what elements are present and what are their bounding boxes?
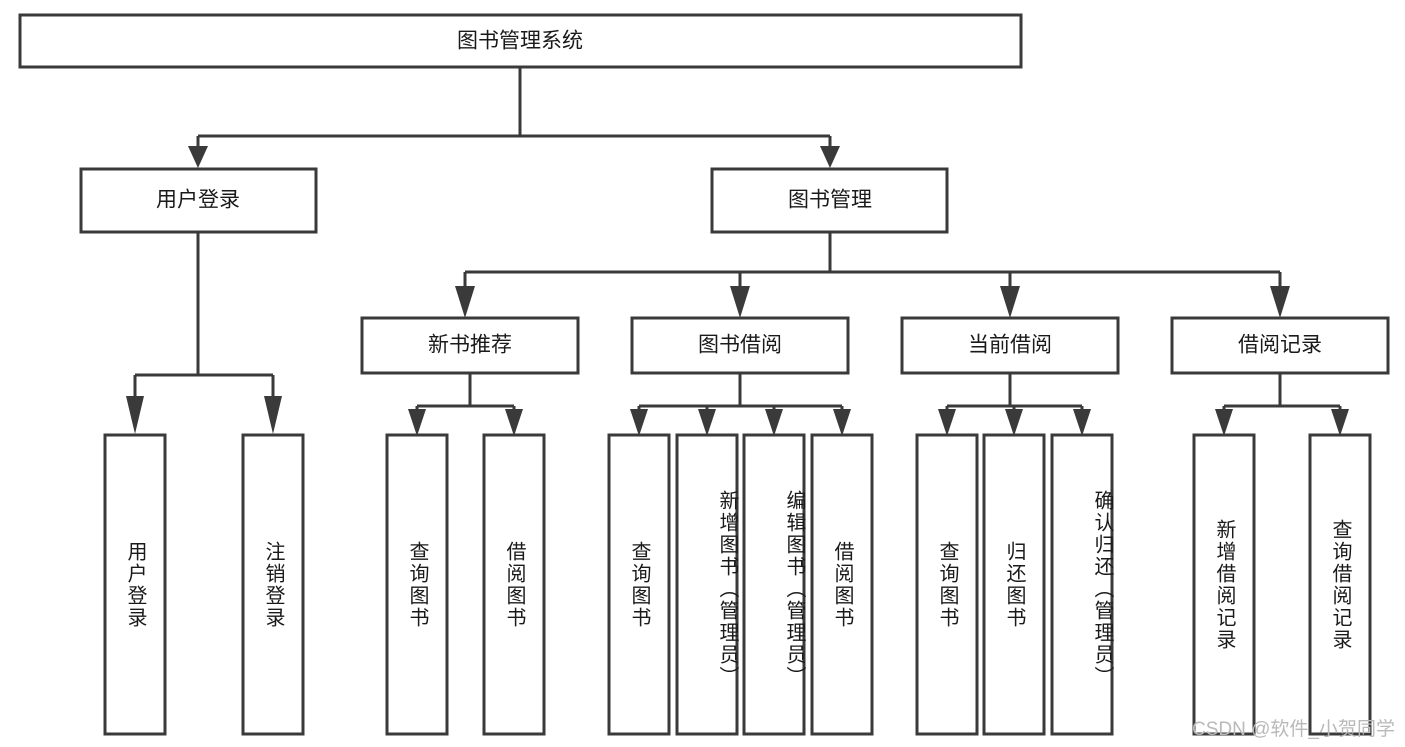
node-user-login-label: 用户登录 [156, 189, 240, 212]
node-user-login[interactable]: 用户登录 [79, 167, 318, 234]
arrow-head-ul-1 [264, 396, 282, 434]
arrow-head-bb-3 [833, 409, 851, 436]
arrow-head-book-manage [820, 146, 840, 168]
arrow-head-cb-0 [938, 409, 956, 436]
arrow-head-user-login [188, 146, 208, 168]
node-borrow-record[interactable]: 借阅记录 [1170, 316, 1390, 375]
node-book-management-label: 图书管理 [788, 189, 872, 212]
connector-bookborrow-to-leaves [630, 373, 851, 436]
node-current-borrow[interactable]: 当前借阅 [900, 316, 1120, 375]
node-new-book-recommend-rect [360, 316, 580, 375]
leaf-box-new-book-0[interactable] [385, 433, 449, 736]
leaf-box-current-borrow-0[interactable] [915, 433, 979, 736]
connector-root-to-level1 [188, 68, 840, 168]
leaf-box-user-login-0[interactable] [103, 433, 167, 736]
arrow-head-bb-0 [630, 409, 648, 436]
leaf-box-user-login-1[interactable] [241, 433, 305, 736]
arrow-head-current-borrow [1000, 286, 1020, 318]
leaf-box-borrow-record-1[interactable] [1308, 433, 1372, 736]
node-root-rect [18, 13, 1023, 69]
leaf-box-current-borrow-2[interactable] [1050, 433, 1114, 736]
arrow-head-bb-1 [698, 409, 716, 436]
node-book-borrow-label: 图书借阅 [698, 334, 782, 357]
node-root-label: 图书管理系统 [457, 30, 583, 53]
arrow-head-br-1 [1331, 409, 1349, 436]
leaf-box-book-borrow-3[interactable] [810, 433, 874, 736]
connector-newbook-to-leaves [408, 373, 523, 436]
arrow-head-borrow-record [1270, 286, 1290, 318]
node-book-management[interactable]: 图书管理 [710, 167, 949, 234]
node-book-management-rect [710, 167, 949, 234]
leaf-box-borrow-record-0[interactable] [1192, 433, 1256, 736]
node-current-borrow-rect [900, 316, 1120, 375]
node-current-borrow-label: 当前借阅 [968, 334, 1052, 357]
arrow-head-bb-2 [765, 409, 783, 436]
arrow-head-br-0 [1215, 409, 1233, 436]
leaf-box-book-borrow-2[interactable] [742, 433, 806, 736]
node-book-borrow-rect [630, 316, 850, 375]
node-borrow-record-rect [1170, 316, 1390, 375]
arrow-head-book-borrow [730, 286, 750, 318]
leaf-box-book-borrow-1[interactable] [675, 433, 739, 736]
connector-bookmanage-to-level2 [455, 232, 1290, 318]
node-user-login-rect [79, 167, 318, 234]
node-book-borrow[interactable]: 图书借阅 [630, 316, 850, 375]
node-new-book-recommend-label: 新书推荐 [428, 334, 512, 357]
leaf-box-current-borrow-1[interactable] [982, 433, 1046, 736]
leaf-box-book-borrow-0[interactable] [607, 433, 671, 736]
arrow-head-cb-2 [1073, 409, 1091, 436]
node-root-book-management-system[interactable]: 图书管理系统 [18, 13, 1023, 69]
arrow-head-new-book [455, 286, 475, 318]
arrow-head-nb-0 [408, 409, 426, 436]
arrow-head-ul-0 [126, 396, 144, 434]
connector-userlogin-to-leaves [126, 232, 282, 434]
leaf-box-new-book-1[interactable] [482, 433, 546, 736]
node-new-book-recommend[interactable]: 新书推荐 [360, 316, 580, 375]
arrow-head-cb-1 [1005, 409, 1023, 436]
arrow-head-nb-1 [505, 409, 523, 436]
connector-borrowrecord-to-leaves [1215, 373, 1349, 436]
connector-currentborrow-to-leaves [938, 373, 1091, 436]
node-borrow-record-label: 借阅记录 [1238, 334, 1322, 357]
